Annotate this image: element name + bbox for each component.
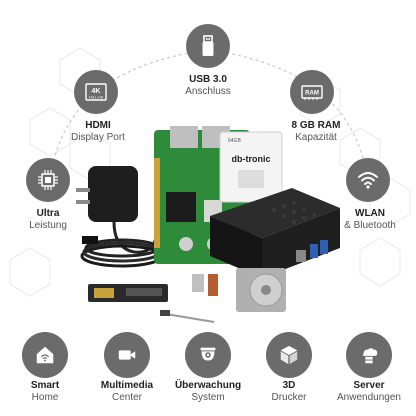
server-label: Server Anwendungen: [329, 380, 409, 404]
cpu-icon: [38, 170, 58, 190]
raspberry-pi-kit-image: db-tronic 64GB: [76, 126, 340, 323]
multimedia-label: Multimedia Center: [87, 380, 167, 404]
power-adapter: [76, 166, 158, 254]
sd-card-package: db-tronic 64GB: [219, 131, 283, 203]
fullhd-badge-text: FULL HD: [89, 96, 104, 100]
video-camera-icon: [118, 350, 136, 360]
hdmi-feature-title: HDMI: [85, 120, 111, 131]
4k-badge-text: 4K: [92, 88, 101, 95]
hdmi-cable: [80, 236, 164, 268]
wifi-feature-subtitle: & Bluetooth: [344, 220, 396, 231]
cooler-fan: [192, 268, 286, 312]
hdmi-feature-label: HDMI Display Port: [58, 120, 138, 144]
usb-feature-circle: [186, 24, 230, 68]
3d-printer-subtitle: Drucker: [271, 392, 307, 403]
black-case: [210, 188, 340, 278]
surveillance-title: Überwachung: [174, 380, 242, 391]
surveillance-subtitle: System: [191, 392, 225, 403]
brand-label: db-tronic: [232, 154, 271, 164]
surveillance-label: Überwachung System: [168, 380, 248, 404]
wifi-icon: [358, 172, 378, 189]
cloud-server-icon: [362, 348, 378, 364]
3d-printer-circle: [266, 332, 312, 378]
ram-feature-label: 8 GB RAM Kapazität: [276, 120, 356, 144]
ram-feature-circle: RAM: [290, 70, 334, 114]
screwdriver: [160, 310, 215, 323]
4k-display-icon: 4K FULL HD: [85, 83, 107, 101]
multimedia-subtitle: Center: [111, 392, 142, 403]
ram-feature-title: 8 GB RAM: [291, 120, 341, 131]
ram-badge-text: RAM: [305, 91, 319, 97]
ram-feature-subtitle: Kapazität: [295, 132, 337, 143]
smart-home-title: Smart: [30, 380, 60, 391]
hdmi-feature-subtitle: Display Port: [71, 132, 125, 143]
sd-capacity-label: 64GB: [228, 138, 241, 144]
server-title: Server: [353, 380, 385, 391]
server-circle: [346, 332, 392, 378]
hdmi-feature-circle: 4K FULL HD: [74, 70, 118, 114]
multimedia-title: Multimedia: [100, 380, 154, 391]
cpu-feature-title: Ultra: [36, 208, 60, 219]
usb-drive-icon: [202, 35, 214, 56]
usb-feature-title: USB 3.0: [189, 74, 227, 85]
wifi-feature-title: WLAN: [355, 208, 385, 219]
3d-printer-label: 3D Drucker: [249, 380, 329, 404]
usb-feature-label: USB 3.0 Anschluss: [158, 74, 258, 98]
wifi-feature-circle: [346, 158, 390, 202]
usb-feature-subtitle: Anschluss: [185, 86, 231, 97]
cpu-feature-circle: [26, 158, 70, 202]
surveillance-circle: [185, 332, 231, 378]
wifi-feature-label: WLAN & Bluetooth: [328, 208, 412, 232]
security-camera-icon: [200, 347, 216, 361]
server-subtitle: Anwendungen: [337, 392, 401, 403]
m2-hat-board: [88, 284, 168, 302]
3d-printer-title: 3D: [282, 380, 296, 391]
3d-cube-icon: [280, 345, 298, 365]
smart-home-subtitle: Home: [31, 392, 59, 403]
cpu-feature-subtitle: Leistung: [29, 220, 67, 231]
cpu-feature-label: Ultra Leistung: [8, 208, 88, 232]
smart-home-circle: [22, 332, 68, 378]
ram-icon: RAM: [301, 85, 323, 100]
smart-home-icon: [36, 346, 54, 364]
smart-home-label: Smart Home: [5, 380, 85, 404]
multimedia-circle: [104, 332, 150, 378]
